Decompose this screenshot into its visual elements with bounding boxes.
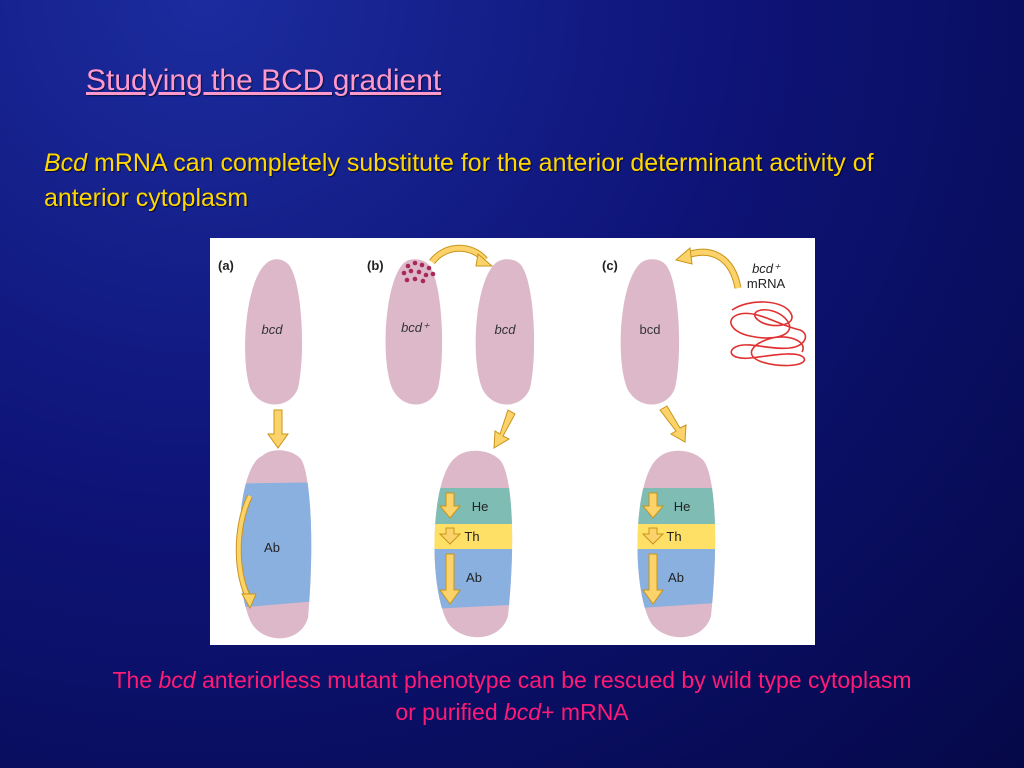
mrna-label-line1: bcd⁺ <box>752 261 781 276</box>
caption-italic-2: bcd <box>504 699 542 725</box>
egg-b-donor <box>385 259 443 405</box>
region-ab-c: Ab <box>668 570 684 585</box>
caption-text-1: The <box>112 667 159 693</box>
region-ab-a: Ab <box>264 540 280 555</box>
region-he-b: He <box>472 499 489 514</box>
transfer-arrow-icon <box>429 244 494 267</box>
egg-c-label: bcd <box>640 322 661 337</box>
slide-caption: The bcd anteriorless mutant phenotype ca… <box>112 664 912 728</box>
bcd-rescue-diagram: (a) (b) (c) bcd Ab bcd⁺ <box>210 238 815 645</box>
egg-a-label: bcd <box>262 322 284 337</box>
egg-b-label: bcd <box>495 322 517 337</box>
larva-a: Ab <box>235 450 312 639</box>
caption-text-3: + mRNA <box>541 699 629 725</box>
arrow-diagonal-icon <box>659 405 687 443</box>
arrow-down-icon <box>267 409 289 449</box>
egg-b-recipient <box>475 259 535 405</box>
slide-subtitle: Bcd mRNA can completely substitute for t… <box>44 146 944 216</box>
mrna-squiggle-icon <box>730 301 807 367</box>
mrna-label-line2: mRNA <box>747 276 786 291</box>
region-th-c: Th <box>666 529 681 544</box>
cytoplasm-dots <box>401 260 436 284</box>
egg-c-mutant <box>620 259 680 405</box>
region-ab-b: Ab <box>466 570 482 585</box>
region-th-b: Th <box>464 529 479 544</box>
larva-b: He Th Ab <box>434 450 513 638</box>
panel-a-label: (a) <box>218 258 234 273</box>
panel-b-label: (b) <box>367 258 384 273</box>
larva-c: He Th Ab <box>637 450 716 638</box>
caption-italic-1: bcd <box>158 667 196 693</box>
caption-text-2: anteriorless mutant phenotype can be res… <box>195 667 912 725</box>
injection-arrow-icon <box>674 247 742 289</box>
arrow-diagonal-icon <box>493 409 516 449</box>
subtitle-text: mRNA can completely substitute for the a… <box>44 149 874 212</box>
region-he-c: He <box>674 499 691 514</box>
panel-c-label: (c) <box>602 258 618 273</box>
subtitle-italic: Bcd <box>44 149 88 177</box>
slide-title: Studying the BCD gradient <box>86 64 442 97</box>
egg-b-donor-label: bcd⁺ <box>401 320 430 335</box>
egg-a-mutant <box>245 259 303 405</box>
